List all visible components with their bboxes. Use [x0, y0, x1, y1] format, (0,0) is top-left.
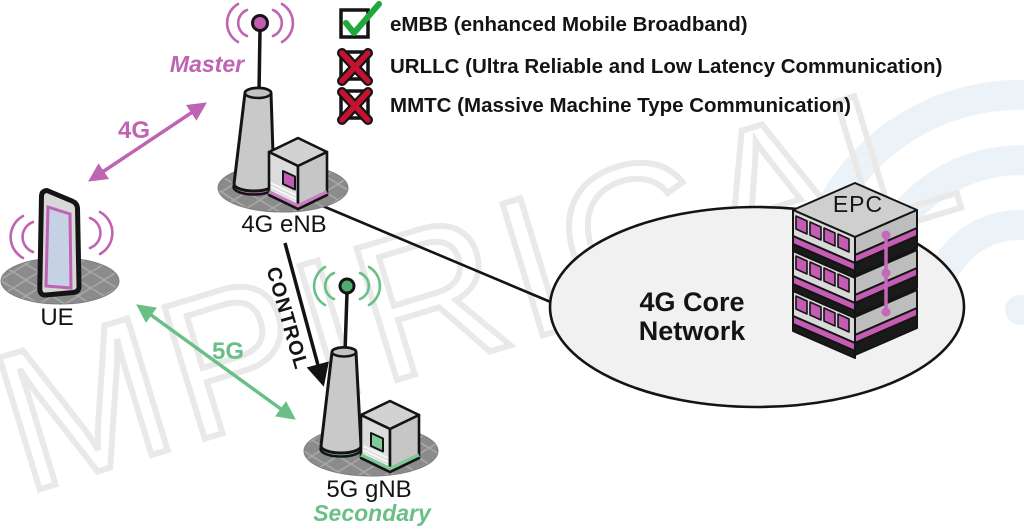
enb-role-label: Master: [170, 51, 245, 77]
epc-connector-line: [881, 230, 891, 317]
enb-tower: [225, 2, 329, 211]
crossed-checkbox-icon: [337, 87, 373, 125]
gnb-antenna-ball: [338, 277, 356, 295]
ue-label: UE: [40, 304, 73, 331]
core-network-label-line2: Network: [639, 316, 747, 346]
legend-item: URLLC (Ultra Reliable and Low Latency Co…: [337, 48, 942, 86]
legend: eMBB (enhanced Mobile Broadband) URLLC (…: [337, 1, 942, 125]
checked-checkbox-icon: [339, 1, 382, 39]
link-5g-label: 5G: [212, 338, 244, 365]
enb-radio-waves-icon: [225, 2, 295, 44]
ue-phone-screen: [44, 204, 73, 290]
enb-cone-top: [243, 86, 273, 100]
gnb-cabinet: [359, 399, 421, 474]
epc-server-stack: EPC: [792, 182, 918, 359]
gnb-antenna-mast: [343, 292, 349, 353]
enb-core-backhaul-line: [317, 202, 554, 305]
enb-label: 4G eNB: [241, 211, 326, 238]
legend-item: eMBB (enhanced Mobile Broadband): [339, 1, 748, 39]
link-5g-arrow: [136, 304, 296, 420]
crossed-checkbox-icon: [337, 48, 373, 86]
legend-item: MMTC (Massive Machine Type Communication…: [337, 87, 851, 125]
legend-item-label: MMTC (Massive Machine Type Communication…: [390, 94, 851, 117]
gnb-radio-waves-icon: [312, 265, 382, 307]
link-4g-arrow: [88, 102, 207, 182]
link-4g-label: 4G: [118, 117, 150, 144]
enb-cabinet: [267, 136, 329, 211]
enb-antenna-ball: [251, 14, 269, 32]
ue-radio-waves-icon: [9, 210, 114, 260]
legend-item-label: URLLC (Ultra Reliable and Low Latency Co…: [390, 55, 942, 78]
gnb-label: 5G gNB: [326, 476, 411, 503]
ue-device: [9, 188, 114, 298]
link-control-arrow: [283, 242, 329, 387]
core-network-label-line1: 4G Core: [639, 287, 744, 317]
epc-label: EPC: [833, 191, 883, 217]
gnb-cone-top: [330, 346, 358, 358]
legend-item-label: eMBB (enhanced Mobile Broadband): [390, 13, 748, 36]
gnb-tower: [312, 265, 421, 474]
enb-antenna-mast: [257, 29, 262, 93]
gnb-role-label: Secondary: [313, 500, 432, 526]
